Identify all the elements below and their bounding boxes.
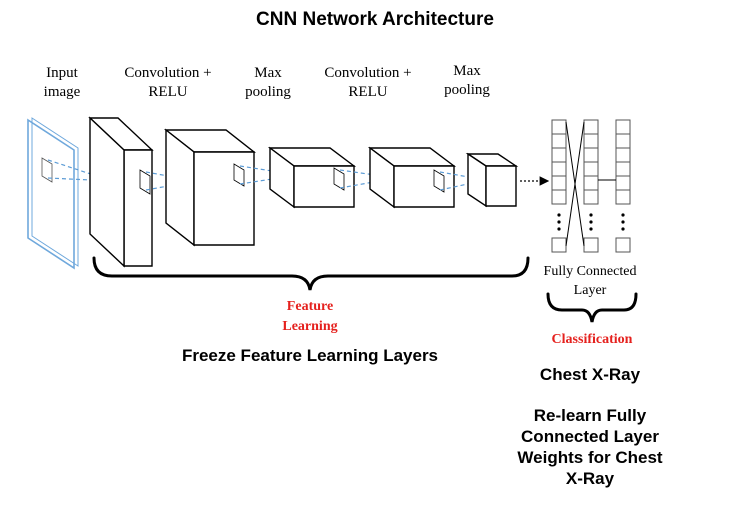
label-conv-relu-2: Convolution + RELU [308,64,428,102]
label-input-image-line1: Input [46,65,78,81]
label-conv-relu-2-line1: Convolution + [324,65,412,81]
conv-relu-1-block [88,116,154,268]
label-max-pooling-1: Max pooling [228,64,308,102]
fc-column-2 [583,119,599,253]
label-conv-relu-2-line2: RELU [348,84,388,100]
label-max-pooling-2-line2: pooling [444,82,490,98]
label-max-pooling-2: Max pooling [427,62,507,100]
freeze-feature-learning-note: Freeze Feature Learning Layers [181,346,439,365]
label-feature-learning-line1: Feature [286,299,334,314]
label-input-image: Input image [22,64,102,102]
chest-xray-label: Chest X-Ray [539,365,641,384]
final-feature-block [465,152,519,208]
fc-connections [565,121,616,247]
relearn-line-3: Weights for Chest [517,448,663,467]
relearn-line-4: X-Ray [565,469,615,488]
label-feature-learning: Feature Learning [260,297,360,337]
label-max-pooling-1-line1: Max [254,65,282,81]
diagram-title: CNN Network Architecture [256,9,494,30]
label-classification: Classification [551,332,633,347]
max-pooling-2-block [367,146,457,209]
label-conv-relu-1: Convolution + RELU [108,64,228,102]
label-fully-connected-line2: Layer [573,283,607,298]
relearn-line-1: Re-learn Fully [533,406,647,425]
fc-column-3 [615,119,631,253]
label-conv-relu-1-line1: Convolution + [124,65,212,81]
relearn-fc-weights-note: Re-learn Fully Connected Layer Weights f… [490,405,690,489]
classification-brace [546,292,638,323]
label-conv-relu-1-line2: RELU [148,84,188,100]
relearn-line-2: Connected Layer [521,427,659,446]
label-max-pooling-2-line1: Max [453,63,481,79]
label-input-image-line2: image [43,84,81,100]
conv2-receptive-arrows [339,169,398,189]
conv-relu-2-block [267,146,357,209]
label-max-pooling-1-line2: pooling [245,84,291,100]
label-feature-learning-line2: Learning [282,319,338,334]
fc-column-1 [551,119,567,253]
feature-learning-brace [92,256,530,291]
label-fully-connected-layer: Fully Connected Layer [520,262,660,300]
label-fully-connected-line1: Fully Connected [543,264,637,279]
input-image-plane [27,117,79,270]
pool1-receptive-arrows [239,165,300,185]
max-pooling-1-block [163,128,257,247]
